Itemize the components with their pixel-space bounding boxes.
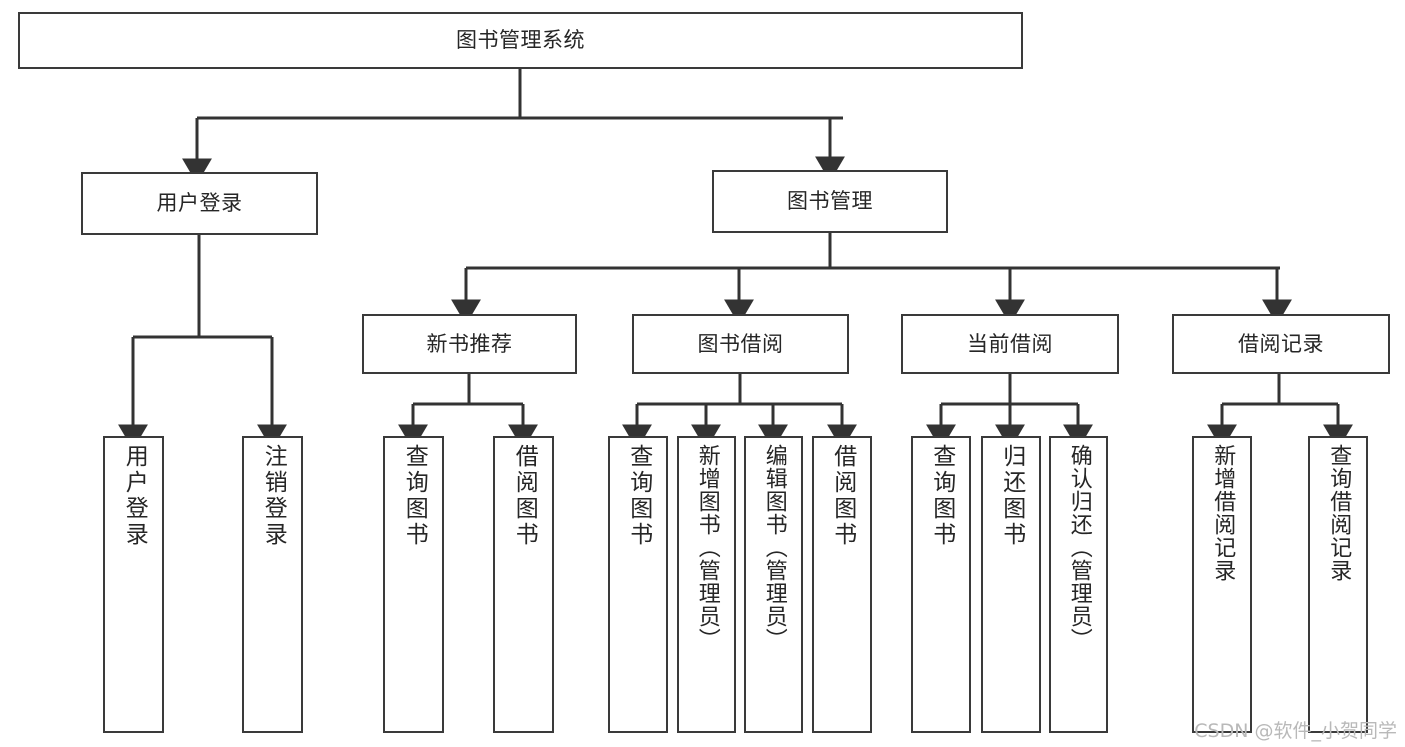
node-current-borrow-label: 当前借阅 [967, 331, 1053, 356]
node-new-book-rec-label: 新书推荐 [426, 331, 513, 356]
leaf-borrow-book-2-label: 借阅图书 [829, 444, 856, 548]
node-book-manage[interactable]: 图书管理 [712, 170, 948, 233]
leaf-query-book-3-label: 查询图书 [928, 444, 955, 548]
leaf-add-record[interactable]: 新增借阅记录 [1192, 436, 1252, 733]
watermark: CSDN @软件_小贺同学 [1194, 720, 1397, 742]
node-book-borrow[interactable]: 图书借阅 [632, 314, 849, 374]
leaf-return-book-label: 归还图书 [998, 444, 1025, 548]
leaf-add-book[interactable]: 新增图书（管理员） [677, 436, 736, 733]
leaf-return-book[interactable]: 归还图书 [981, 436, 1041, 733]
leaf-logout-login[interactable]: 注销登录 [242, 436, 303, 733]
leaf-user-login[interactable]: 用户登录 [103, 436, 164, 733]
leaf-confirm-return[interactable]: 确认归还（管理员） [1049, 436, 1108, 733]
leaf-query-record-label: 查询借阅记录 [1326, 444, 1352, 582]
node-new-book-rec[interactable]: 新书推荐 [362, 314, 577, 374]
leaf-borrow-book-1-label: 借阅图书 [511, 444, 538, 548]
leaf-query-book-3[interactable]: 查询图书 [911, 436, 971, 733]
leaf-user-login-label: 用户登录 [121, 444, 148, 548]
leaf-logout-login-label: 注销登录 [260, 444, 287, 548]
leaf-edit-book[interactable]: 编辑图书（管理员） [744, 436, 803, 733]
leaf-add-book-label: 新增图书（管理员） [694, 444, 720, 651]
node-user-login[interactable]: 用户登录 [81, 172, 318, 235]
leaf-borrow-book-2[interactable]: 借阅图书 [812, 436, 872, 733]
leaf-query-record[interactable]: 查询借阅记录 [1308, 436, 1368, 733]
leaf-query-book-2-label: 查询图书 [625, 444, 652, 548]
leaf-edit-book-label: 编辑图书（管理员） [761, 444, 787, 651]
leaf-borrow-book-1[interactable]: 借阅图书 [493, 436, 554, 733]
leaf-query-book-1-label: 查询图书 [401, 444, 428, 548]
node-root[interactable]: 图书管理系统 [18, 12, 1023, 69]
node-current-borrow[interactable]: 当前借阅 [901, 314, 1119, 374]
node-borrow-record-label: 借阅记录 [1238, 331, 1324, 356]
leaf-confirm-return-label: 确认归还（管理员） [1066, 444, 1092, 651]
node-user-login-label: 用户登录 [156, 191, 243, 216]
node-root-label: 图书管理系统 [456, 28, 585, 53]
node-borrow-record[interactable]: 借阅记录 [1172, 314, 1390, 374]
leaf-query-book-1[interactable]: 查询图书 [383, 436, 444, 733]
node-book-borrow-label: 图书借阅 [697, 331, 784, 356]
leaf-add-record-label: 新增借阅记录 [1210, 444, 1236, 582]
node-book-manage-label: 图书管理 [787, 189, 873, 214]
leaf-query-book-2[interactable]: 查询图书 [608, 436, 668, 733]
